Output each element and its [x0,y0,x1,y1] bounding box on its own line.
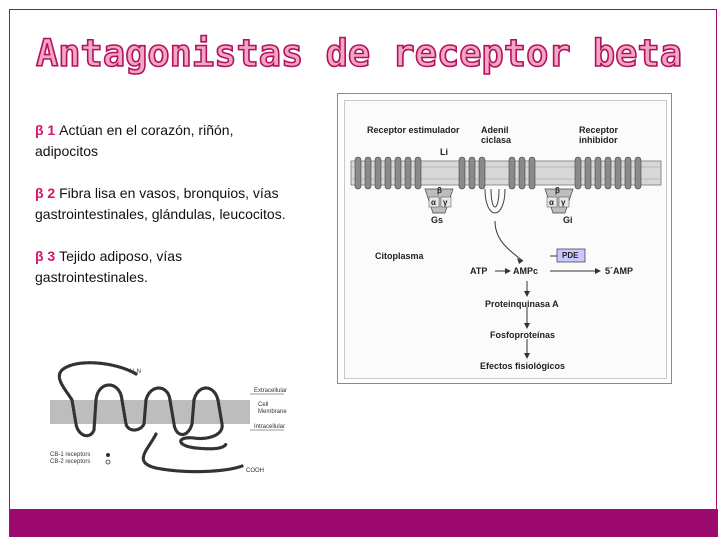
receptor-figure-svg [50,361,284,474]
bullet-label: β 1 [35,122,56,138]
label-cooh: COOH [246,468,264,474]
label-extracellular: Extracellular [254,388,288,394]
label-5amp: 5´AMP [605,266,634,276]
label-intracellular: Intracellular [254,424,286,430]
label-proteinquinasa: Proteinquinasa A [485,299,559,309]
slide-title: Antagonistas de receptor beta [35,31,683,76]
label-cell-membrane: Cell Membrane [258,402,287,415]
label-fosfoproteinas: Fosfoproteínas [490,330,556,340]
label-beta-i: β [555,186,560,195]
label-adenil-ciclasa: Adenil ciclasa [481,125,512,145]
label-beta-s: β [437,186,442,195]
label-gs: Gs [431,215,444,225]
signaling-diagram-inner: Receptor estimulador Adenil ciclasa Rece… [344,100,667,379]
label-alpha-i: α [549,198,554,207]
bullet-list: β 1 Actúan en el corazón, riñón, adipoci… [35,120,295,309]
label-gamma-i: γ [561,198,566,207]
label-gamma-s: γ [443,198,448,207]
label-efectos: Efectos fisiológicos [480,361,566,371]
bullet-text: Tejido adiposo, vías gastrointestinales. [35,248,183,285]
bullet-text: Actúan en el corazón, riñón, adipocitos [35,122,234,159]
label-ampc: AMPc [513,266,539,276]
label-pde: PDE [562,251,579,260]
label-gi: Gi [563,215,573,225]
receptor-figure: H₂N Extracellular Cell Membrane Intracel… [36,350,306,480]
bullet-beta3: β 3 Tejido adiposo, vías gastrointestina… [35,246,295,288]
label-receptor-inhibidor: Receptor inhibidor [579,125,619,145]
label-li: Li [440,147,448,157]
label-cb1: CB-1 receptors [50,452,91,458]
bullet-label: β 3 [35,248,56,264]
bullet-beta1: β 1 Actúan en el corazón, riñón, adipoci… [35,120,295,162]
signaling-diagram: Receptor estimulador Adenil ciclasa Rece… [337,93,672,384]
label-cb2: CB-2 receptors [50,459,91,465]
bullet-label: β 2 [35,185,56,201]
label-atp: ATP [470,266,488,276]
label-h2n: H₂N [130,369,141,375]
bullet-text: Fibra lisa en vasos, bronquios, vías gas… [35,185,286,222]
label-citoplasma: Citoplasma [375,251,424,261]
label-alpha-s: α [431,198,436,207]
label-receptor-estimulador: Receptor estimulador [367,125,460,135]
bullet-beta2: β 2 Fibra lisa en vasos, bronquios, vías… [35,183,295,225]
footer-bar [10,509,718,537]
signaling-diagram-svg [350,156,662,359]
